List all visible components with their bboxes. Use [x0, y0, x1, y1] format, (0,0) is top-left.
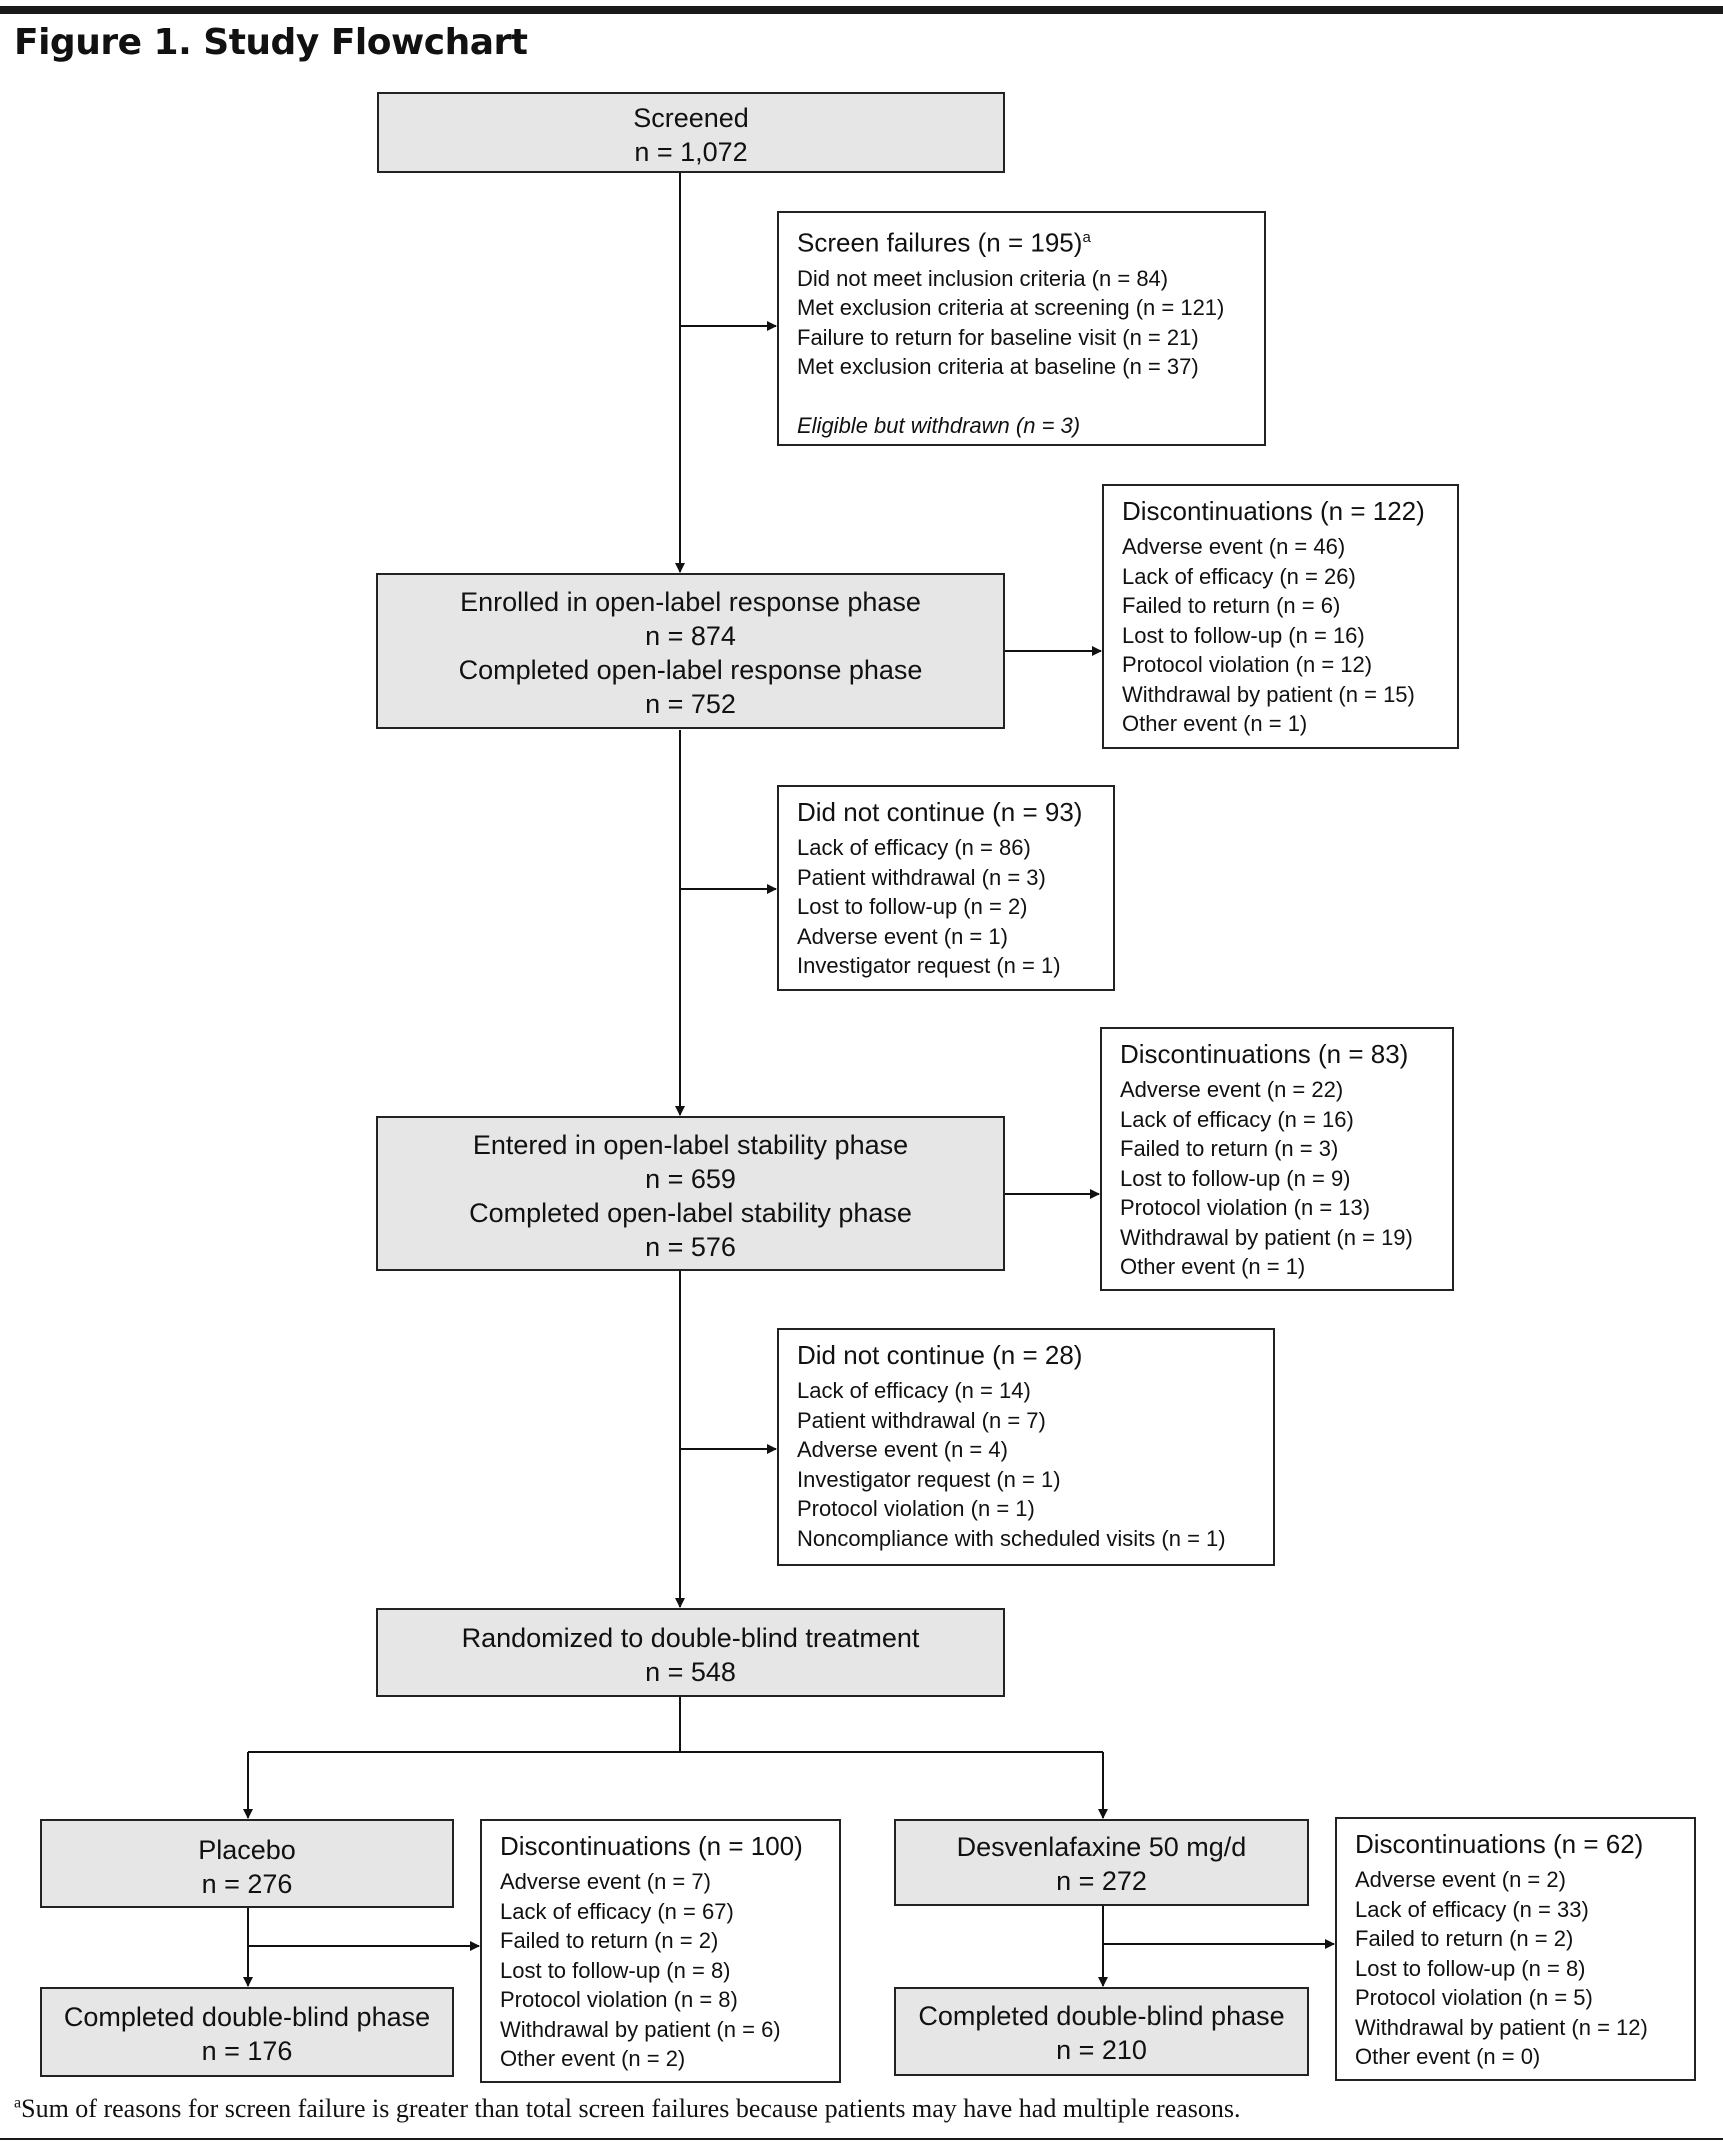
list-item: Failed to return (n = 3) [1120, 1136, 1339, 1161]
list-item: Lost to follow-up (n = 2) [797, 894, 1028, 919]
list-item: Withdrawal by patient (n = 15) [1122, 681, 1415, 707]
box-not-continue-2: Did not continue (n = 28) Lack of effica… [777, 1328, 1275, 1566]
list-item: Withdrawal by patient (n = 6) [500, 2016, 781, 2042]
list-item: Adverse event (n = 22) [1120, 1077, 1344, 1102]
list-item: Adverse event (n = 7) [500, 1869, 711, 1894]
list-item: Failed to return (n = 2) [1355, 1926, 1574, 1951]
figure-title: Figure 1. Study Flowchart [14, 22, 528, 63]
box-disc-placebo: Discontinuations (n = 100) Adverse event… [480, 1819, 841, 2083]
list-item: Met exclusion criteria at screening (n =… [797, 295, 1225, 321]
box-placebo: Placebo n = 276 [40, 1819, 454, 1908]
list-item: Failure to return for baseline visit (n … [797, 324, 1199, 350]
list-item: Protocol violation (n = 12) [1122, 652, 1373, 677]
footnote-marker: a [1082, 229, 1091, 246]
box-enrolled: Enrolled in open-label response phase n … [376, 573, 1005, 729]
list-item: Lost to follow-up (n = 8) [1355, 1955, 1586, 1981]
list-item: Met exclusion criteria at baseline (n = … [797, 354, 1199, 380]
list-item: Lack of efficacy (n = 14) [797, 1378, 1031, 1403]
list-item: Eligible but withdrawn (n = 3) [797, 412, 1081, 438]
list-item: Lost to follow-up (n = 9) [1120, 1165, 1351, 1191]
list-item: Lost to follow-up (n = 16) [1122, 622, 1365, 648]
list-item: Patient withdrawal (n = 7) [797, 1407, 1046, 1433]
list-item: Lack of efficacy (n = 26) [1122, 563, 1356, 589]
list-item: Lost to follow-up (n = 8) [500, 1957, 731, 1983]
list-item: Adverse event (n = 2) [1355, 1867, 1566, 1892]
list-item: Other event (n = 0) [1355, 2044, 1541, 2069]
list-item: Failed to return (n = 2) [500, 1928, 719, 1953]
list-item: Lack of efficacy (n = 86) [797, 835, 1031, 860]
list-item: Lack of efficacy (n = 67) [500, 1898, 734, 1924]
list-item: Withdrawal by patient (n = 19) [1120, 1224, 1413, 1250]
list-item: Other event (n = 1) [1120, 1254, 1306, 1279]
box-disc-response: Discontinuations (n = 122) Adverse event… [1102, 484, 1459, 749]
box-randomized: Randomized to double-blind treatment n =… [376, 1608, 1005, 1697]
box-disc-desvenlafaxine: Discontinuations (n = 62) Adverse event … [1335, 1817, 1696, 2081]
list-item: Failed to return (n = 6) [1122, 593, 1341, 618]
box-not-continue-1: Did not continue (n = 93) Lack of effica… [777, 785, 1115, 991]
list-item: Other event (n = 1) [1122, 711, 1308, 736]
list-item: Protocol violation (n = 8) [500, 1987, 738, 2012]
box-stability: Entered in open-label stability phase n … [376, 1116, 1005, 1271]
list-item: Patient withdrawal (n = 3) [797, 864, 1046, 890]
bottom-rule [0, 2138, 1723, 2140]
list-item: Other event (n = 2) [500, 2046, 686, 2071]
list-item: Adverse event (n = 1) [797, 923, 1008, 949]
box-screen-failures: Screen failures (n = 195)a Did not meet … [777, 211, 1266, 446]
list-item: Noncompliance with scheduled visits (n =… [797, 1525, 1226, 1551]
list-item: Protocol violation (n = 1) [797, 1496, 1035, 1521]
footnote: aSum of reasons for screen failure is gr… [14, 2094, 1241, 2123]
list-item: Lack of efficacy (n = 33) [1355, 1896, 1589, 1922]
box-completed-placebo: Completed double-blind phase n = 176 [40, 1987, 454, 2077]
box-disc-stability: Discontinuations (n = 83) Adverse event … [1100, 1027, 1454, 1291]
list-item: Investigator request (n = 1) [797, 953, 1061, 978]
list-item: Investigator request (n = 1) [797, 1466, 1061, 1492]
list-item: Protocol violation (n = 5) [1355, 1985, 1593, 2010]
top-rule [0, 6, 1723, 14]
list-item: Adverse event (n = 46) [1122, 534, 1346, 559]
list-item: Protocol violation (n = 13) [1120, 1195, 1371, 1220]
footnote-marker: a [14, 2094, 22, 2112]
box-desvenlafaxine: Desvenlafaxine 50 mg/d n = 272 [894, 1819, 1309, 1906]
list-item: Withdrawal by patient (n = 12) [1355, 2014, 1648, 2040]
box-screened: Screened n = 1,072 [377, 92, 1005, 173]
list-item: Lack of efficacy (n = 16) [1120, 1106, 1354, 1132]
box-completed-desvenlafaxine: Completed double-blind phase n = 210 [894, 1987, 1309, 2076]
list-item: Adverse event (n = 4) [797, 1437, 1008, 1462]
list-item: Did not meet inclusion criteria (n = 84) [797, 265, 1169, 291]
